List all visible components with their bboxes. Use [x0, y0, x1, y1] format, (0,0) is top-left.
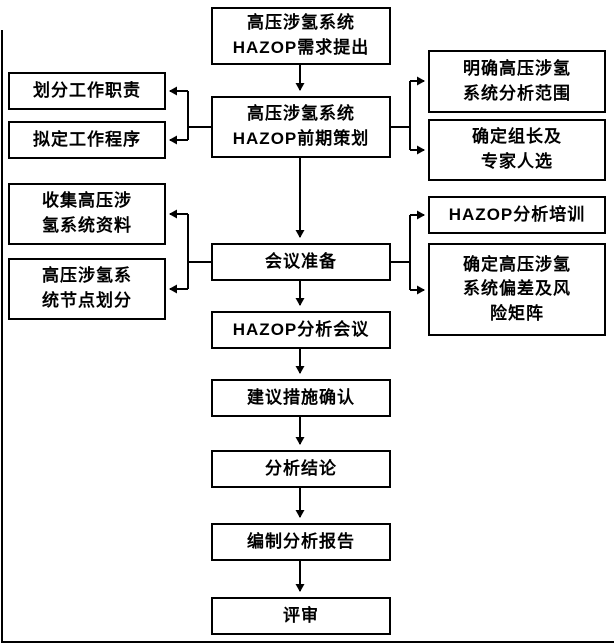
flow-node-hazop-requirement: 高压涉氢系统 HAZOP需求提出 — [211, 7, 391, 65]
flow-node-recommendation-confirmation: 建议措施确认 — [211, 379, 391, 417]
flow-node-meeting-preparation: 会议准备 — [211, 243, 391, 281]
flow-node-hazop-training: HAZOP分析培训 — [428, 196, 606, 234]
flow-node-system-node-division: 高压涉氢系 统节点划分 — [8, 258, 166, 320]
flow-node-define-analysis-scope: 明确高压涉氢 系统分析范围 — [428, 50, 606, 113]
flow-node-collect-system-data: 收集高压涉 氢系统资料 — [8, 183, 166, 245]
flow-node-hazop-pre-planning: 高压涉氢系统 HAZOP前期策划 — [211, 96, 391, 158]
flow-node-select-leader-experts: 确定组长及 专家人选 — [428, 119, 606, 181]
flow-node-analysis-report: 编制分析报告 — [211, 523, 391, 561]
flow-node-analysis-conclusion: 分析结论 — [211, 450, 391, 488]
flow-node-divide-responsibilities: 划分工作职责 — [8, 72, 166, 110]
flow-node-draft-procedures: 拟定工作程序 — [8, 121, 166, 159]
flow-node-define-deviations-risk-matrix: 确定高压涉氢 系统偏差及风 险矩阵 — [428, 243, 606, 336]
flow-node-review: 评审 — [211, 597, 391, 635]
flow-node-hazop-analysis-meeting: HAZOP分析会议 — [211, 311, 391, 349]
